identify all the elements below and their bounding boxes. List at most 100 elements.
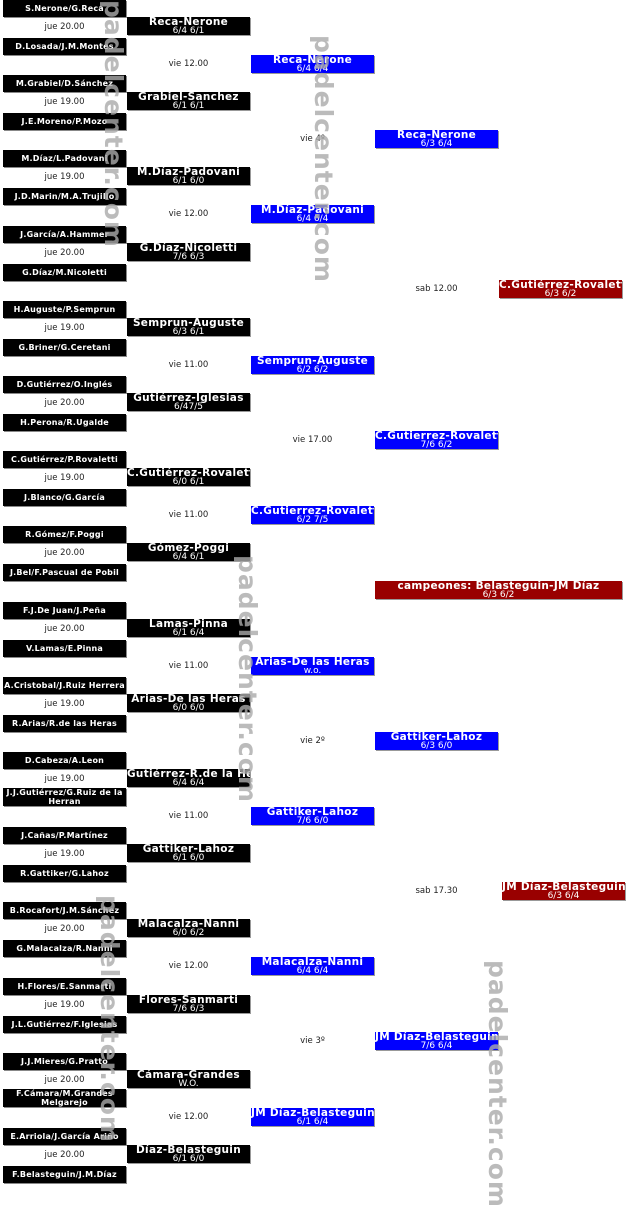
winner-name: Semprun-Auguste: [132, 318, 245, 329]
team-entry[interactable]: S.Nerone/G.Reca: [3, 0, 126, 17]
match-score: 6/3 6/4: [547, 890, 580, 900]
team-entry[interactable]: F.J.De Juan/J.Peña: [3, 602, 126, 619]
team-entry[interactable]: M.Grabiel/D.Sánchez: [3, 75, 126, 92]
winner-name: campeones: Belasteguin-JM Díaz: [397, 581, 600, 592]
match-score: 6/47/5: [174, 402, 203, 412]
round1-result[interactable]: Gutiérrez-R.de la Herrán6/4 6/4: [127, 769, 250, 787]
team-entry[interactable]: J.E.Moreno/P.Mozo: [3, 113, 126, 130]
match-time: jue 19.00: [44, 699, 85, 709]
team-entry[interactable]: H.Auguste/P.Semprun: [3, 301, 126, 318]
team-entry[interactable]: J.Cañas/P.Martínez: [3, 827, 126, 844]
team-entry[interactable]: G.Díaz/M.Nicoletti: [3, 264, 126, 281]
team-entry[interactable]: J.D.Marin/M.A.Trujillo: [3, 188, 126, 205]
team-entry[interactable]: R.Arias/R.de las Heras: [3, 715, 126, 732]
team-entry[interactable]: F.Cámara/M.Grandes Melgarejo: [3, 1089, 126, 1107]
match-time: vie 11.00: [168, 810, 209, 821]
match-time: jue 19.00: [44, 774, 85, 784]
team-entry[interactable]: F.Belasteguin/J.M.Díaz: [3, 1166, 126, 1183]
team-entry[interactable]: J.Bel/F.Pascual de Pobil: [3, 564, 126, 581]
team-entry[interactable]: J.J.Gutiérrez/G.Ruiz de la Herran: [3, 788, 126, 806]
team-entry[interactable]: D.Gutiérrez/O.Inglés: [3, 376, 126, 393]
winner-name: M.Díaz-Padovani: [260, 205, 365, 216]
team-entry[interactable]: J.J.Mieres/G.Pratto: [3, 1053, 126, 1070]
team-entry[interactable]: H.Flores/E.Sanmarti: [3, 978, 126, 995]
team-entry[interactable]: R.Gómez/F.Poggi: [3, 526, 126, 543]
team-entry[interactable]: R.Gattiker/G.Lahoz: [3, 865, 126, 882]
team-entry[interactable]: G.Malacalza/R.Nanni: [3, 940, 126, 957]
winner-name: JM Díaz-Belasteguin: [251, 1107, 374, 1119]
winner-name: C.Gutiérrez-Rovaletti: [127, 468, 250, 479]
match-time: jue 19.00: [44, 849, 85, 859]
winner-name: C.Gutiérrez-Rovaletti: [499, 280, 622, 292]
match-time: vie 12.00: [168, 58, 209, 69]
winner-name: Grabiel-Sanchez: [138, 92, 239, 103]
match-time: sab 12.00: [415, 284, 458, 295]
team-entry[interactable]: C.Gutiérrez/P.Rovaletti: [3, 451, 126, 468]
team-entry[interactable]: M.Díaz/L.Padovani: [3, 150, 126, 167]
match-time: jue 20.00: [44, 248, 85, 258]
team-entry[interactable]: E.Arriola/J.García Ariño: [3, 1128, 126, 1145]
team-entry[interactable]: B.Rocafort/J.M.Sánchez: [3, 902, 126, 919]
team-entry[interactable]: D.Losada/J.M.Montes: [3, 38, 126, 55]
watermark-text: padelcenter.com: [233, 555, 262, 803]
winner-name: Arias-De las Heras: [131, 694, 246, 705]
match-score: 6/3 6/2: [482, 590, 515, 600]
winner-name: Reca-Nerone: [396, 129, 477, 141]
winner-name: Reca-Nerone: [272, 54, 353, 66]
team-entry[interactable]: H.Perona/R.Ugalde: [3, 414, 126, 431]
winner-name: Gattiker-Lahoz: [390, 731, 483, 743]
match-score: 6/1 6/0: [172, 853, 205, 863]
match-time: jue 19.00: [44, 473, 85, 483]
match-score: 6/0 6/1: [172, 477, 205, 487]
match-time: vie 4º: [300, 133, 325, 144]
winner-name: Gattiker-Lahoz: [266, 806, 359, 818]
match-time: vie 11.00: [168, 359, 209, 370]
match-time: sab 17.30: [415, 885, 458, 896]
match-time: jue 19.00: [44, 172, 85, 182]
winner-name: Reca-Nerone: [148, 17, 229, 28]
match-time: vie 11.00: [168, 660, 209, 671]
team-entry[interactable]: J.García/A.Hammer: [3, 226, 126, 243]
team-entry[interactable]: V.Lamas/E.Pinna: [3, 640, 126, 657]
team-entry[interactable]: J.Blanco/G.García: [3, 489, 126, 506]
match-score: 6/1 6/4: [172, 628, 205, 638]
team-entry[interactable]: A.Cristobal/J.Ruiz Herrera: [3, 677, 126, 694]
match-score: 6/3 6/1: [172, 327, 205, 337]
team-entry[interactable]: G.Briner/G.Ceretani: [3, 339, 126, 356]
team-entry[interactable]: J.L.Gutiérrez/F.Iglesias: [3, 1016, 126, 1033]
winner-name: Lamas-Pinna: [148, 619, 229, 630]
match-time: jue 20.00: [44, 1075, 85, 1085]
team-entry[interactable]: D.Cabeza/A.Leon: [3, 752, 126, 769]
match-score: 6/4 6/1: [172, 26, 205, 36]
